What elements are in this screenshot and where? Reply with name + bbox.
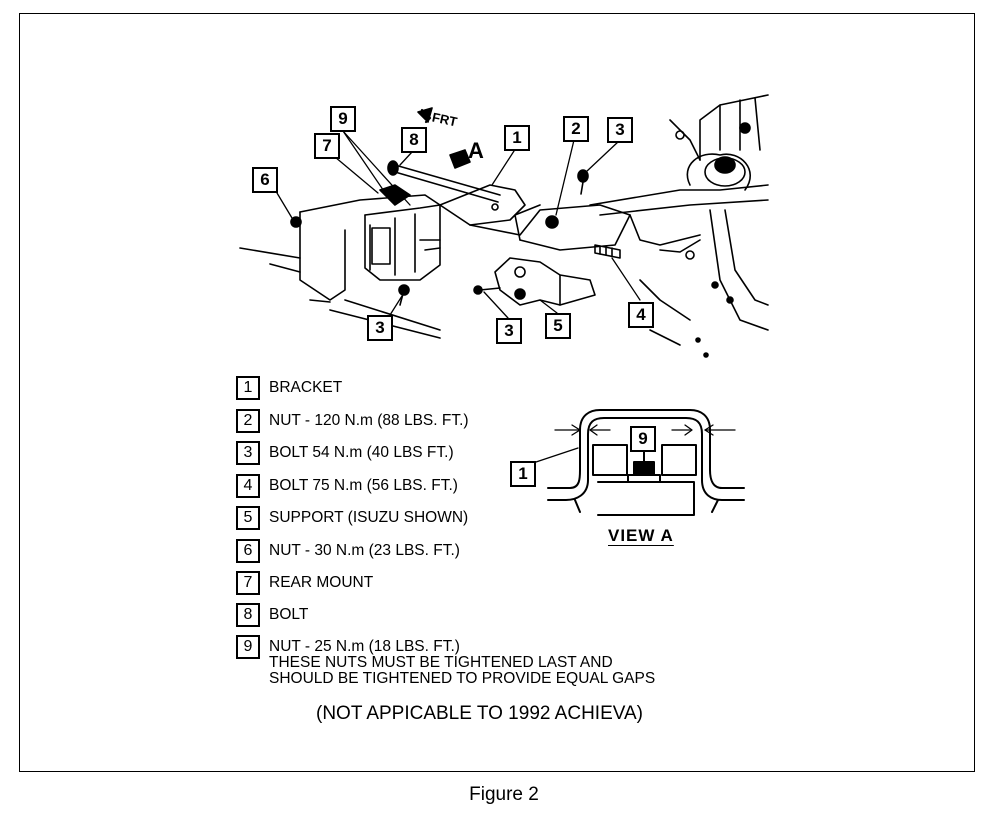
- support-illustration: [473, 257, 596, 306]
- callout-2: 2: [563, 116, 589, 142]
- legend-item: 7 REAR MOUNT: [236, 571, 373, 595]
- callout-3-top: 3: [607, 117, 633, 143]
- figure-caption: Figure 2: [469, 784, 539, 805]
- legend-text: NUT - 120 N.m (88 LBS. FT.): [269, 412, 469, 429]
- legend-item: 8 BOLT: [236, 603, 308, 627]
- long-bolt-illustration: [387, 160, 501, 203]
- legend-item: 3 BOLT 54 N.m (40 LBS FT.): [236, 441, 454, 465]
- legend-number: 1: [236, 376, 260, 400]
- bracket-illustration: [439, 184, 631, 251]
- view-a-callout-9: 9: [630, 426, 656, 452]
- legend-item: 2 NUT - 120 N.m (88 LBS. FT.): [236, 409, 469, 433]
- legend-note-line: THESE NUTS MUST BE TIGHTENED LAST AND: [269, 654, 613, 671]
- view-a-detail: [535, 409, 745, 516]
- legend-number: 3: [236, 441, 260, 465]
- leader-lines: [276, 130, 641, 319]
- legend-item: 9 NUT - 25 N.m (18 LBS. FT.) THESE NUTS …: [236, 635, 655, 687]
- legend-text: BRACKET: [269, 379, 343, 396]
- legend-number: 6: [236, 539, 260, 563]
- view-a-callout-1: 1: [510, 461, 536, 487]
- legend-text: REAR MOUNT: [269, 574, 374, 591]
- legend-text-line: NUT - 25 N.m (18 LBS. FT.): [269, 638, 460, 655]
- legend-number: 7: [236, 571, 260, 595]
- legend-item: 5 SUPPORT (ISUZU SHOWN): [236, 506, 468, 530]
- stud-bolt-illustration: [594, 244, 621, 259]
- legend-number: 8: [236, 603, 260, 627]
- engine-frame-illustration: [589, 94, 769, 358]
- rear-mount-illustration: [239, 184, 441, 339]
- callout-3-left: 3: [367, 315, 393, 341]
- view-a-arrow: [449, 149, 471, 169]
- applicability-note: (NOT APPICABLE TO 1992 ACHIEVA): [316, 703, 644, 724]
- callout-4: 4: [628, 302, 654, 328]
- callout-3-right: 3: [496, 318, 522, 344]
- legend-number: 4: [236, 474, 260, 498]
- callout-9: 9: [330, 106, 356, 132]
- legend-item: 1 BRACKET: [236, 376, 342, 400]
- legend-text: NUT - 30 N.m (23 LBS. FT.): [269, 542, 460, 559]
- legend-text: BOLT 54 N.m (40 LBS FT.): [269, 444, 454, 461]
- view-a-label: VIEW A: [608, 526, 674, 545]
- legend-text: BOLT 75 N.m (56 LBS. FT.): [269, 477, 458, 494]
- legend-text: NUT - 25 N.m (18 LBS. FT.) THESE NUTS MU…: [269, 635, 655, 687]
- figure-frame: [19, 13, 975, 772]
- callout-8: 8: [401, 127, 427, 153]
- callout-1: 1: [504, 125, 530, 151]
- callout-5: 5: [545, 313, 571, 339]
- legend-number: 2: [236, 409, 260, 433]
- callout-7: 7: [314, 133, 340, 159]
- callout-6: 6: [252, 167, 278, 193]
- legend-note-line: SHOULD BE TIGHTENED TO PROVIDE EQUAL GAP…: [269, 670, 656, 687]
- legend-number: 9: [236, 635, 260, 659]
- legend-number: 5: [236, 506, 260, 530]
- legend-item: 6 NUT - 30 N.m (23 LBS. FT.): [236, 539, 460, 563]
- view-a-letter: A: [468, 138, 484, 163]
- top-bolt-illustration: [577, 169, 589, 195]
- frt-arrowhead: [417, 107, 433, 123]
- legend-item: 4 BOLT 75 N.m (56 LBS. FT.): [236, 474, 458, 498]
- legend-text: BOLT: [269, 606, 309, 623]
- legend-text: SUPPORT (ISUZU SHOWN): [269, 509, 469, 526]
